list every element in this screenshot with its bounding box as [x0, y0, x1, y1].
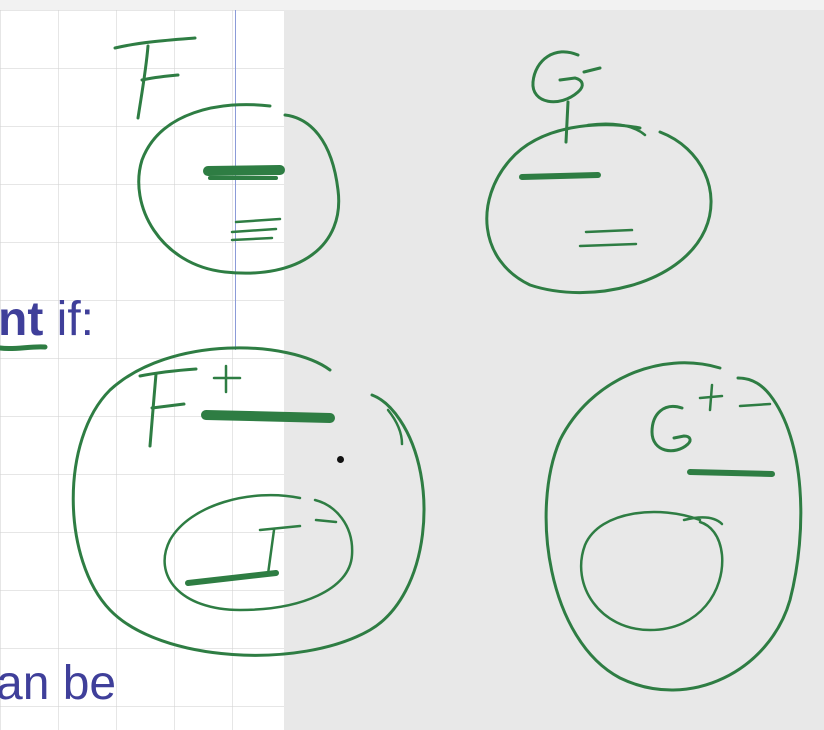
- slide-text-fragment: if:: [43, 293, 94, 346]
- G-inner-circle: [579, 510, 724, 632]
- handwritten-G-plus: [650, 383, 772, 453]
- F-inner-circle: [163, 494, 354, 612]
- handwritten-F: [113, 36, 197, 120]
- handwritten-F-plus: [138, 364, 242, 448]
- slide-bold-fragment: nt: [0, 293, 44, 346]
- G-plus-circle: [544, 361, 803, 692]
- handwritten-G: [531, 50, 602, 144]
- workspace-area: [284, 10, 824, 730]
- F-circle: [137, 103, 341, 275]
- slide-text-line-1: nt if:: [0, 292, 94, 347]
- slide-text-line-2: an be: [0, 657, 117, 710]
- G-circle: [485, 123, 713, 295]
- pen-cursor: [337, 456, 344, 463]
- F-circle-bar: [203, 165, 285, 176]
- underline-ink: [0, 344, 48, 352]
- F-plus-circle: [71, 346, 426, 657]
